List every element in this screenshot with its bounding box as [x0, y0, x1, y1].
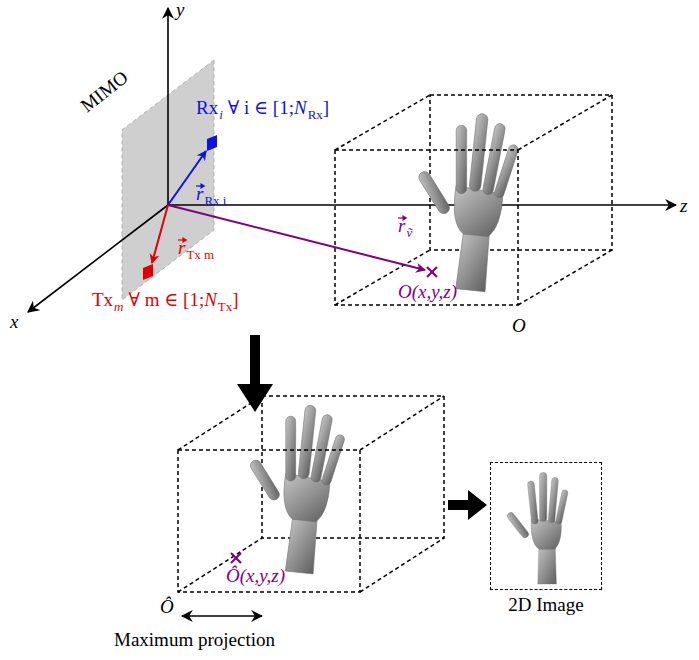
tx-label: Tx: [218, 299, 232, 314]
hand-figure: [405, 108, 522, 294]
frame-caption: 2D Image: [508, 595, 583, 616]
label-group: z: [680, 196, 687, 217]
tx-label: m: [114, 299, 123, 314]
projection-label: Maximum projection: [114, 629, 275, 650]
label-group: rTx m: [178, 238, 214, 262]
tx-vector: [152, 205, 168, 263]
tx-antenna: [143, 264, 153, 280]
label-group: O: [512, 316, 526, 337]
point-label: O(x,y,z): [398, 281, 457, 302]
label-group: O(x,y,z): [398, 282, 457, 303]
rx-vector: [168, 151, 206, 205]
rx-antenna: [207, 135, 217, 151]
rx-label: ]: [323, 97, 329, 118]
vector-label: r: [196, 183, 203, 204]
image-frame: 2D Image: [490, 462, 602, 590]
voxel-cross: [427, 267, 437, 277]
label-group: Rxi∀ i ∈ [1;NRx]: [196, 98, 329, 122]
vector-label: r: [178, 237, 185, 258]
vector-label: Tx m: [186, 247, 214, 262]
label-group: x: [10, 312, 18, 333]
tx-label: Tx: [92, 289, 113, 310]
reconstructed-front-face: [178, 450, 360, 592]
axis-label: z: [680, 195, 687, 216]
y-axis: [167, 8, 169, 205]
process-arrow: [448, 490, 487, 520]
label-group: y: [176, 0, 184, 21]
rx-label: N: [294, 97, 307, 118]
rx-label: Rx: [308, 107, 323, 122]
voxel-cross: [231, 553, 241, 563]
tx-label: ]: [232, 289, 238, 310]
volume-label: Ô: [160, 596, 174, 617]
axis-label: x: [10, 311, 18, 332]
hand-figure: [506, 472, 569, 584]
volume-front-face: [335, 150, 518, 305]
rx-label: Rx: [196, 97, 218, 118]
rx-label: ∀ i ∈ [1;: [228, 97, 294, 118]
label-group: MIMO: [77, 67, 132, 117]
array-label: MIMO: [77, 66, 132, 116]
rx-label: i: [219, 107, 223, 122]
point-label: Ô(x,y,z): [226, 565, 285, 586]
vector-label: ṽ: [406, 225, 412, 240]
z-axis: [168, 204, 676, 206]
vector-label: r: [398, 215, 405, 236]
label-group: Txm∀ m ∈ [1;NTx]: [92, 290, 239, 314]
volume-label: O: [512, 315, 526, 336]
tx-label: ∀ m ∈ [1;: [129, 289, 205, 310]
label-group: Ô: [160, 597, 174, 618]
vector-label: Rx i: [204, 193, 226, 208]
label-group: Ô(x,y,z): [226, 566, 285, 587]
reconstructed-cube: [178, 396, 444, 592]
projection-span: [182, 615, 262, 617]
label-group: rRx i: [196, 184, 226, 208]
tx-label: N: [204, 289, 217, 310]
volume-cube: [335, 95, 612, 305]
axis-label: y: [176, 0, 184, 20]
label-group: rṽ: [398, 216, 412, 240]
voxel-vector: [168, 205, 425, 270]
hand-figure: [238, 400, 349, 576]
label-group: Maximum projection: [114, 630, 275, 651]
